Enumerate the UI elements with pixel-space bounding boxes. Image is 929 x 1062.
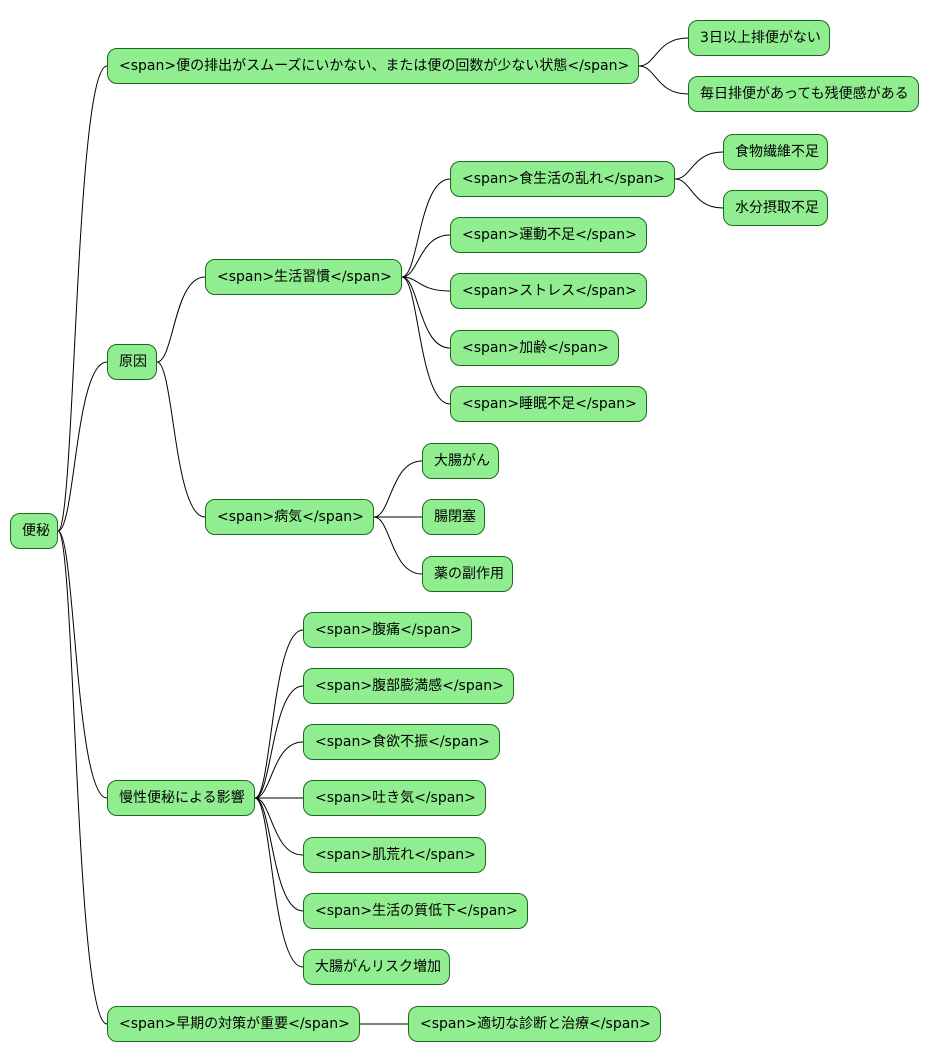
node-exercise[interactable]: <span>運動不足</span> xyxy=(450,217,647,253)
connector-root-definition xyxy=(57,65,108,532)
connector-lifestyle-stress xyxy=(401,276,451,292)
node-eff-5[interactable]: <span>肌荒れ</span> xyxy=(303,837,486,873)
connector-definition-def-2 xyxy=(638,65,689,95)
connector-effects-eff-5 xyxy=(254,797,304,856)
connector-effects-eff-6 xyxy=(254,797,304,912)
connector-lifestyle-aging xyxy=(401,276,451,349)
connector-disease-colon-cancer xyxy=(373,460,423,518)
node-eff-1[interactable]: <span>腹痛</span> xyxy=(303,612,472,648)
connector-effects-eff-1 xyxy=(254,629,304,799)
node-eff-7[interactable]: 大腸がんリスク増加 xyxy=(303,949,450,985)
node-fiber[interactable]: 食物繊維不足 xyxy=(723,134,828,170)
connector-lifestyle-sleep xyxy=(401,276,451,405)
node-causes[interactable]: 原因 xyxy=(107,344,157,380)
node-effects[interactable]: 慢性便秘による影響 xyxy=(107,780,255,816)
connector-lifestyle-diet xyxy=(401,178,451,278)
node-side-effect[interactable]: 薬の副作用 xyxy=(422,556,513,592)
node-sleep[interactable]: <span>睡眠不足</span> xyxy=(450,386,647,422)
connector-effects-eff-7 xyxy=(254,797,304,968)
connector-disease-side-effect xyxy=(373,516,423,575)
connector-definition-def-1 xyxy=(638,37,689,67)
node-lifestyle[interactable]: <span>生活習慣</span> xyxy=(205,259,402,295)
node-stress[interactable]: <span>ストレス</span> xyxy=(450,273,647,309)
node-eff-4[interactable]: <span>吐き気</span> xyxy=(303,780,486,816)
connector-effects-eff-2 xyxy=(254,685,304,799)
node-colon-cancer[interactable]: 大腸がん xyxy=(422,443,499,479)
connector-causes-disease xyxy=(156,361,206,518)
connector-diet-fiber xyxy=(674,151,724,180)
connector-root-effects xyxy=(57,530,108,799)
node-water[interactable]: 水分摂取不足 xyxy=(723,190,828,226)
node-aging[interactable]: <span>加齢</span> xyxy=(450,330,619,366)
node-eff-2[interactable]: <span>腹部膨満感</span> xyxy=(303,668,514,704)
connector-root-causes xyxy=(57,361,108,532)
node-definition[interactable]: <span>便の排出がスムーズにいかない、または便の回数が少ない状態</span… xyxy=(107,48,639,84)
connector-lifestyle-exercise xyxy=(401,234,451,278)
node-diet[interactable]: <span>食生活の乱れ</span> xyxy=(450,161,675,197)
node-early[interactable]: <span>早期の対策が重要</span> xyxy=(107,1006,360,1042)
node-eff-3[interactable]: <span>食欲不振</span> xyxy=(303,724,500,760)
node-disease[interactable]: <span>病気</span> xyxy=(205,499,374,535)
node-early-1[interactable]: <span>適切な診断と治療</span> xyxy=(408,1006,661,1042)
node-def-1[interactable]: 3日以上排便がない xyxy=(688,20,830,56)
connector-diet-water xyxy=(674,178,724,209)
node-eff-6[interactable]: <span>生活の質低下</span> xyxy=(303,893,528,929)
connector-root-early xyxy=(57,530,108,1025)
node-root[interactable]: 便秘 xyxy=(10,513,58,549)
node-def-2[interactable]: 毎日排便があっても残便感がある xyxy=(688,76,919,112)
connector-causes-lifestyle xyxy=(156,276,206,363)
node-obstruction[interactable]: 腸閉塞 xyxy=(422,499,485,535)
connector-effects-eff-3 xyxy=(254,741,304,799)
